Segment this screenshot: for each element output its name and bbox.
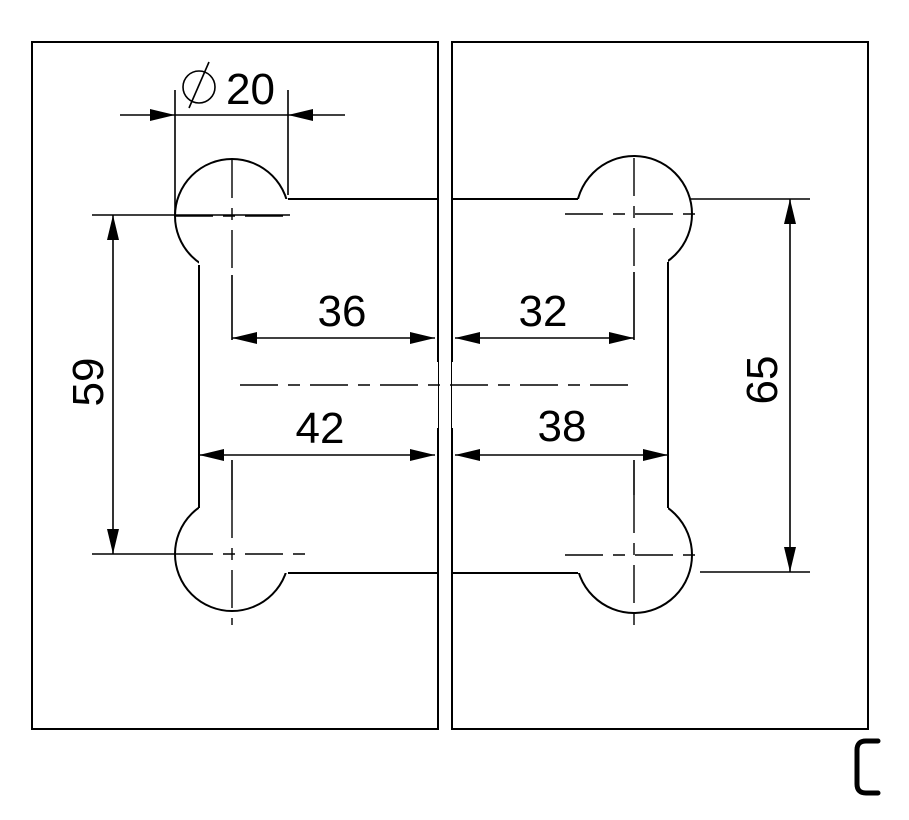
diameter-label: 20 bbox=[226, 65, 275, 114]
glass-gap-lines bbox=[437, 199, 453, 573]
dimension-right-spacing: 65 bbox=[690, 198, 810, 573]
left-bottom-offset-label: 42 bbox=[296, 404, 345, 453]
dimension-diameter: 20 bbox=[120, 61, 345, 215]
left-top-offset-label: 36 bbox=[318, 287, 367, 336]
right-bottom-offset-label: 38 bbox=[538, 402, 587, 451]
right-spacing-label: 65 bbox=[738, 356, 787, 405]
center-lines bbox=[175, 158, 705, 628]
right-top-offset-label: 32 bbox=[519, 287, 568, 336]
dimension-left-spacing: 59 bbox=[64, 214, 290, 555]
left-hinge-plate bbox=[174, 158, 438, 612]
dimension-bottom-offsets: 42 38 bbox=[199, 402, 668, 461]
dimension-top-offsets: 36 32 bbox=[232, 287, 634, 344]
left-spacing-label: 59 bbox=[64, 358, 113, 407]
corner-mark-c bbox=[854, 738, 881, 796]
